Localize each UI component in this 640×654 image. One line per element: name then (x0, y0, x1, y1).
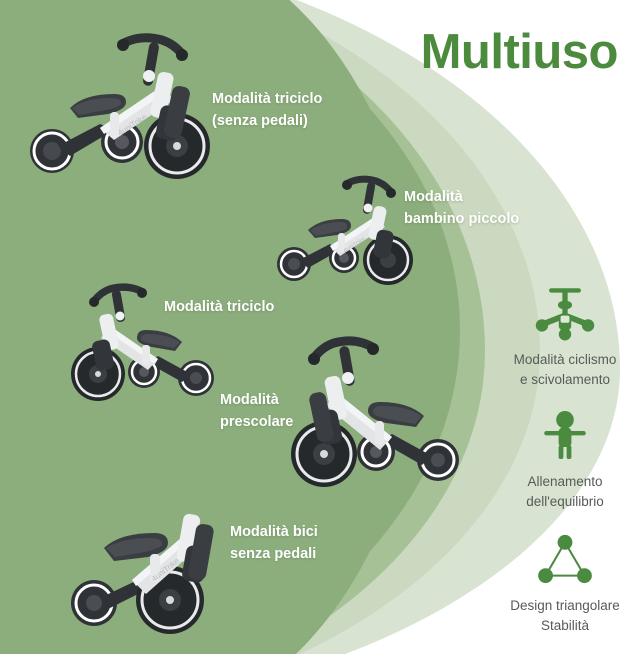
trike-illustration-2: 4uniTrike (277, 175, 413, 285)
feature-label-equilibrio: Allenamento dell'equilibrio (526, 474, 604, 509)
feature-ciclismo-scivolamento: Modalità ciclismo e scivolamento (490, 282, 640, 389)
feature-label-ciclismo: Modalità ciclismo e scivolamento (513, 352, 617, 387)
mode-label-tricycle: Modalità triciclo (164, 299, 275, 315)
feature-label-design: Design triangolare Stabilità (510, 598, 620, 633)
trike-photo-tricycle (62, 282, 222, 407)
mode-label-preschool: Modalità prescolare (220, 392, 294, 431)
trike-photo-tricycle-no-pedals: 4uniTrike (22, 28, 222, 188)
child-figure-icon (490, 404, 640, 466)
page-title: Multiuso (420, 25, 619, 79)
mode-label-tricycle-no-pedals: Modalità triciclo (senza pedali) (212, 91, 323, 130)
trike-illustration-3 (71, 283, 214, 401)
mode-label-toddler: Modalità bambino piccolo (404, 189, 520, 228)
trike-illustration-5: 4uniTrike (71, 513, 214, 634)
trike-photo-toddler: 4uniTrike (272, 172, 422, 292)
trike-photo-preschool (282, 332, 462, 497)
trike-illustration-4 (291, 336, 459, 487)
triangle-stability-icon (490, 528, 640, 590)
trike-front-icon (490, 282, 640, 344)
trike-illustration-1: 4uniTrike (30, 33, 210, 179)
feature-equilibrio: Allenamento dell'equilibrio (490, 404, 640, 511)
feature-design-triangolare: Design triangolare Stabilità (490, 528, 640, 635)
mode-label-balance-bike: Modalità bici senza pedali (230, 524, 318, 563)
trike-photo-balance-bike: 4uniTrike (60, 500, 275, 640)
